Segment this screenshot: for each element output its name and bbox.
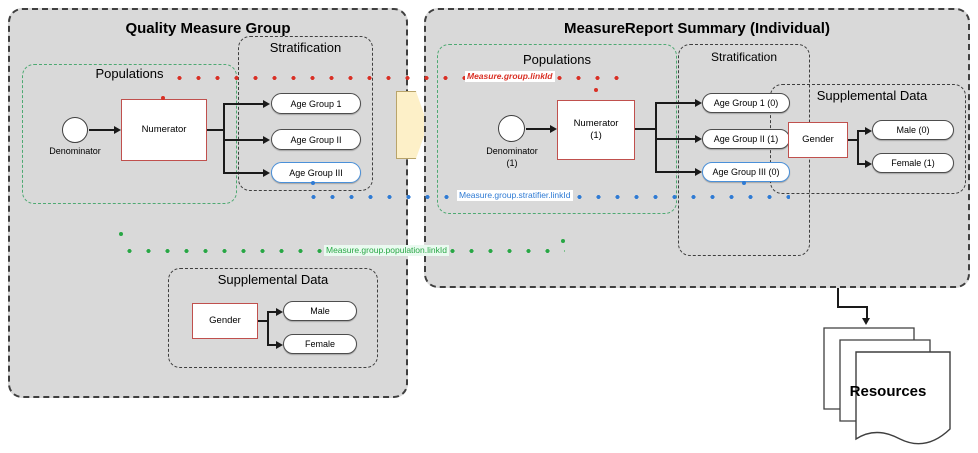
output-arrow-down [862, 318, 870, 325]
measurereport-summary-title: MeasureReport Summary (Individual) [564, 20, 830, 37]
right-stratification-title: Stratification [710, 50, 778, 64]
right-sup-conn-bus [857, 130, 859, 164]
mapping-anchor-right-populations [561, 239, 565, 243]
mapping-anchor-left-agegroup3 [311, 181, 315, 185]
mapping-anchor-left-populations [119, 232, 123, 236]
output-conn-h [837, 306, 868, 308]
right-conn-branch-3 [655, 171, 697, 173]
right-arrow-denom-num [550, 125, 557, 133]
left-denominator-label: Denominator [49, 146, 101, 156]
right-denominator-node[interactable] [498, 115, 525, 142]
resources-stack-sheets [823, 327, 951, 445]
right-denominator-count: (1) [506, 157, 518, 168]
right-strat-item-2[interactable]: Age Group II (1) [702, 129, 790, 149]
right-conn-num-out [635, 128, 657, 131]
output-conn-v2 [866, 306, 868, 320]
resources-label: Resources [849, 383, 927, 400]
right-populations-title: Populations [523, 52, 591, 67]
left-strat-item-1[interactable]: Age Group 1 [271, 93, 361, 114]
right-conn-branch-2 [655, 138, 697, 140]
left-numerator-label: Numerator [141, 124, 187, 136]
left-arrow-branch-1 [263, 100, 270, 108]
left-arrow-denom-num [114, 126, 121, 134]
right-numerator-label: Numerator [573, 118, 619, 130]
measurereport-summary-panel: MeasureReport Summary (Individual) [424, 8, 970, 288]
left-populations-title: Populations [95, 66, 164, 81]
right-supplemental-item-2-label: Female (1) [891, 158, 935, 168]
right-denominator-label: Denominator (1) [477, 146, 547, 169]
left-conn-denom-num [89, 129, 116, 131]
mapping-label-group-linkid: Measure.group.linkId [465, 71, 555, 82]
left-conn-branch-1 [223, 103, 265, 105]
mapping-label-stratifier-linkid: Measure.group.stratifier.linkId [457, 190, 573, 201]
quality-measure-group-title: Quality Measure Group [125, 20, 291, 37]
mapping-anchor-right-numerator [594, 88, 598, 92]
right-arrow-branch-2 [695, 135, 702, 143]
left-sup-conn-male [267, 311, 278, 313]
right-strat-item-1[interactable]: Age Group 1 (0) [702, 93, 790, 113]
left-supplemental-item-2-label: Female [304, 339, 335, 349]
left-stratification-title: Stratification [269, 40, 342, 55]
left-sup-conn-out [258, 320, 268, 322]
left-sup-conn-bus [267, 311, 269, 345]
output-conn-v1 [837, 288, 839, 307]
left-strat-item-2[interactable]: Age Group II [271, 129, 361, 150]
mapping-anchor-right-agegroup3 [742, 181, 746, 185]
left-supplemental-group [168, 268, 378, 368]
right-conn-branch-1 [655, 102, 697, 104]
mapping-line-group-linkid [170, 76, 630, 80]
right-sup-conn-out [848, 139, 858, 141]
left-sup-arrow-male [276, 308, 283, 316]
mapping-label-population-linkid: Measure.group.population.linkId [324, 245, 449, 256]
right-sup-arrow-male [865, 127, 872, 135]
right-supplemental-title: Supplemental Data [816, 88, 928, 103]
right-numerator-count: (1) [590, 130, 602, 141]
right-supplemental-item-2[interactable]: Female (1) [872, 153, 954, 173]
right-sup-conn-female [857, 163, 867, 165]
right-arrow-branch-3 [695, 168, 702, 176]
right-strat-item-1-label: Age Group 1 (0) [713, 98, 779, 108]
left-conn-branch-3 [223, 172, 265, 174]
right-populations-group [437, 44, 677, 214]
left-supplemental-source[interactable]: Gender [192, 303, 258, 339]
right-denominator-name: Denominator [486, 146, 538, 156]
left-strat-item-3-label: Age Group III [289, 167, 343, 178]
right-strat-item-3[interactable]: Age Group III (0) [702, 162, 790, 182]
left-arrow-branch-3 [263, 169, 270, 177]
left-supplemental-item-1[interactable]: Male [283, 301, 357, 321]
right-supplemental-source[interactable]: Gender [788, 122, 848, 158]
left-arrow-branch-2 [263, 136, 270, 144]
left-supplemental-title: Supplemental Data [217, 272, 329, 287]
right-sup-conn-male [857, 130, 867, 132]
right-sup-arrow-female [865, 160, 872, 168]
resources-stack[interactable]: Resources [818, 325, 958, 450]
right-arrow-branch-1 [695, 99, 702, 107]
right-strat-item-3-label: Age Group III (0) [712, 167, 780, 177]
right-conn-bus [655, 102, 657, 172]
right-conn-denom-num [526, 128, 552, 130]
right-strat-item-2-label: Age Group II (1) [713, 134, 779, 144]
left-strat-item-3[interactable]: Age Group III [271, 162, 361, 183]
right-numerator-node[interactable]: Numerator (1) [557, 100, 635, 160]
left-denominator-node[interactable] [62, 117, 88, 143]
left-conn-bus [223, 103, 225, 173]
left-conn-num-out [207, 129, 224, 131]
left-supplemental-item-1-label: Male [310, 306, 330, 316]
left-populations-group [22, 64, 237, 204]
left-conn-branch-2 [223, 139, 265, 141]
left-sup-arrow-female [276, 341, 283, 349]
left-supplemental-item-2[interactable]: Female [283, 334, 357, 354]
left-strat-item-2-label: Age Group II [290, 134, 342, 145]
mapping-anchor-left-numerator [161, 96, 165, 100]
right-supplemental-item-1[interactable]: Male (0) [872, 120, 954, 140]
right-supplemental-source-label: Gender [802, 134, 834, 146]
right-supplemental-item-1-label: Male (0) [896, 125, 930, 135]
left-strat-item-1-label: Age Group 1 [290, 98, 342, 109]
left-sup-conn-female [267, 344, 278, 346]
left-stratification-group [238, 36, 373, 191]
left-supplemental-source-label: Gender [209, 315, 241, 327]
left-numerator-node[interactable]: Numerator [121, 99, 207, 161]
